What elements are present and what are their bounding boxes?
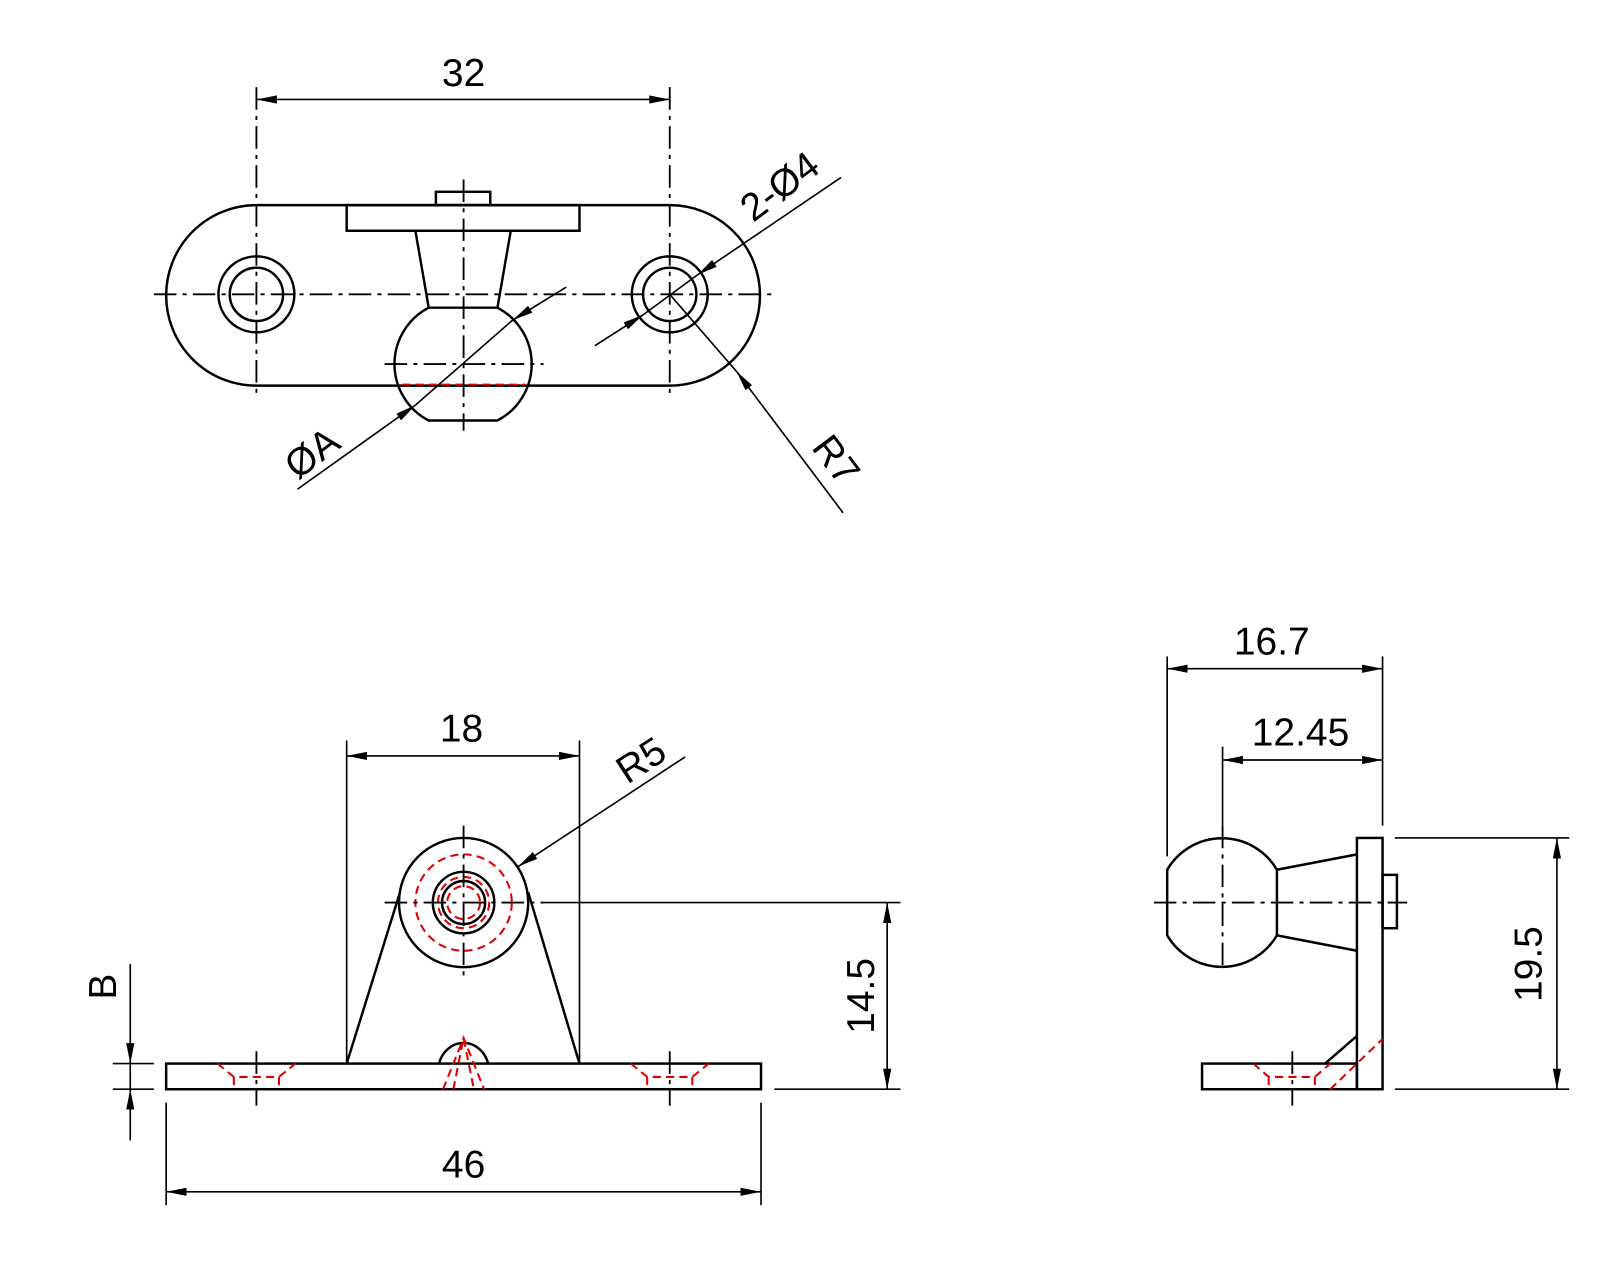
boss [1381,873,1399,930]
bracket-sides [345,891,581,1064]
upright-plate [1355,836,1384,1091]
rivet-bump [437,1041,490,1064]
extension-lines [112,740,901,1206]
leader-ball-diameter [414,319,514,406]
side-view: 16.7 12.45 19.5 [1153,620,1570,1106]
dim-label-r7: R7 [803,427,867,493]
front-view: 18 R5 14.5 46 B [82,708,901,1206]
leader-hole-diameter [696,176,842,276]
dim-label-b: B [82,974,125,1000]
leader-radius-r7 [669,293,738,372]
base-plate [1200,1062,1359,1091]
base-plate [164,1062,763,1091]
dim-label-19-5: 19.5 [1508,926,1551,1002]
dim-label-ball-diameter: ØA [277,419,348,487]
hidden-countersink-right [630,1062,710,1090]
hidden-rivet [442,1035,486,1090]
leader-ball-diameter [296,404,416,490]
dim-label-12-45: 12.45 [1252,712,1350,755]
leader-hole-diameter [594,314,644,347]
dim-label-32: 32 [442,52,485,95]
leader-radius-r7 [735,370,844,514]
hidden-countersink-left [216,1062,297,1090]
gusset [1324,1034,1358,1065]
dim-label-r5: R5 [609,729,674,792]
top-view: 32 ØA 2-Ø4 R7 [153,52,868,514]
neck [1276,853,1358,952]
ball [1165,837,1279,969]
leader-radius-r5 [517,756,686,868]
extension-lines [1166,656,1570,1091]
dim-label-16-7: 16.7 [1234,620,1310,663]
dim-label-18: 18 [440,708,483,751]
dim-label-14-5: 14.5 [840,958,883,1034]
leader-ball-diameter [512,286,567,321]
dim-label-hole-diameter: 2-Ø4 [733,144,828,230]
dim-label-46: 46 [442,1143,485,1186]
hidden-countersink [1252,1038,1384,1090]
